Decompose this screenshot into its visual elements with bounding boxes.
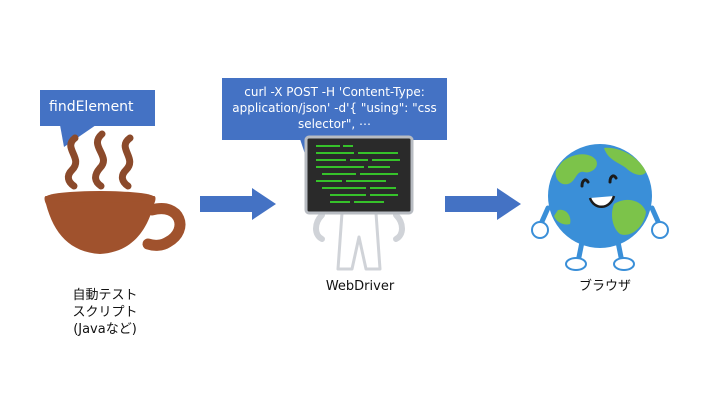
- arrow-webdriver-to-browser: [445, 188, 521, 220]
- client-label: 自動テスト スクリプト (Javaなど): [72, 288, 138, 337]
- callout-findelement: findElement: [40, 90, 155, 126]
- browser-label: ブラウザ: [578, 279, 631, 294]
- webdriver-label: WebDriver: [325, 279, 395, 294]
- smiling-earth-icon: [531, 144, 669, 271]
- terminal-robot-icon: [304, 135, 414, 271]
- coffee-cup-icon: [44, 130, 186, 254]
- callout-curl-command: curl -X POST -H 'Content-Type: applicati…: [222, 78, 447, 140]
- callout-curl-text: curl -X POST -H 'Content-Type: applicati…: [232, 85, 437, 131]
- callout-findelement-text: findElement: [49, 99, 134, 115]
- arrow-client-to-webdriver: [200, 188, 276, 220]
